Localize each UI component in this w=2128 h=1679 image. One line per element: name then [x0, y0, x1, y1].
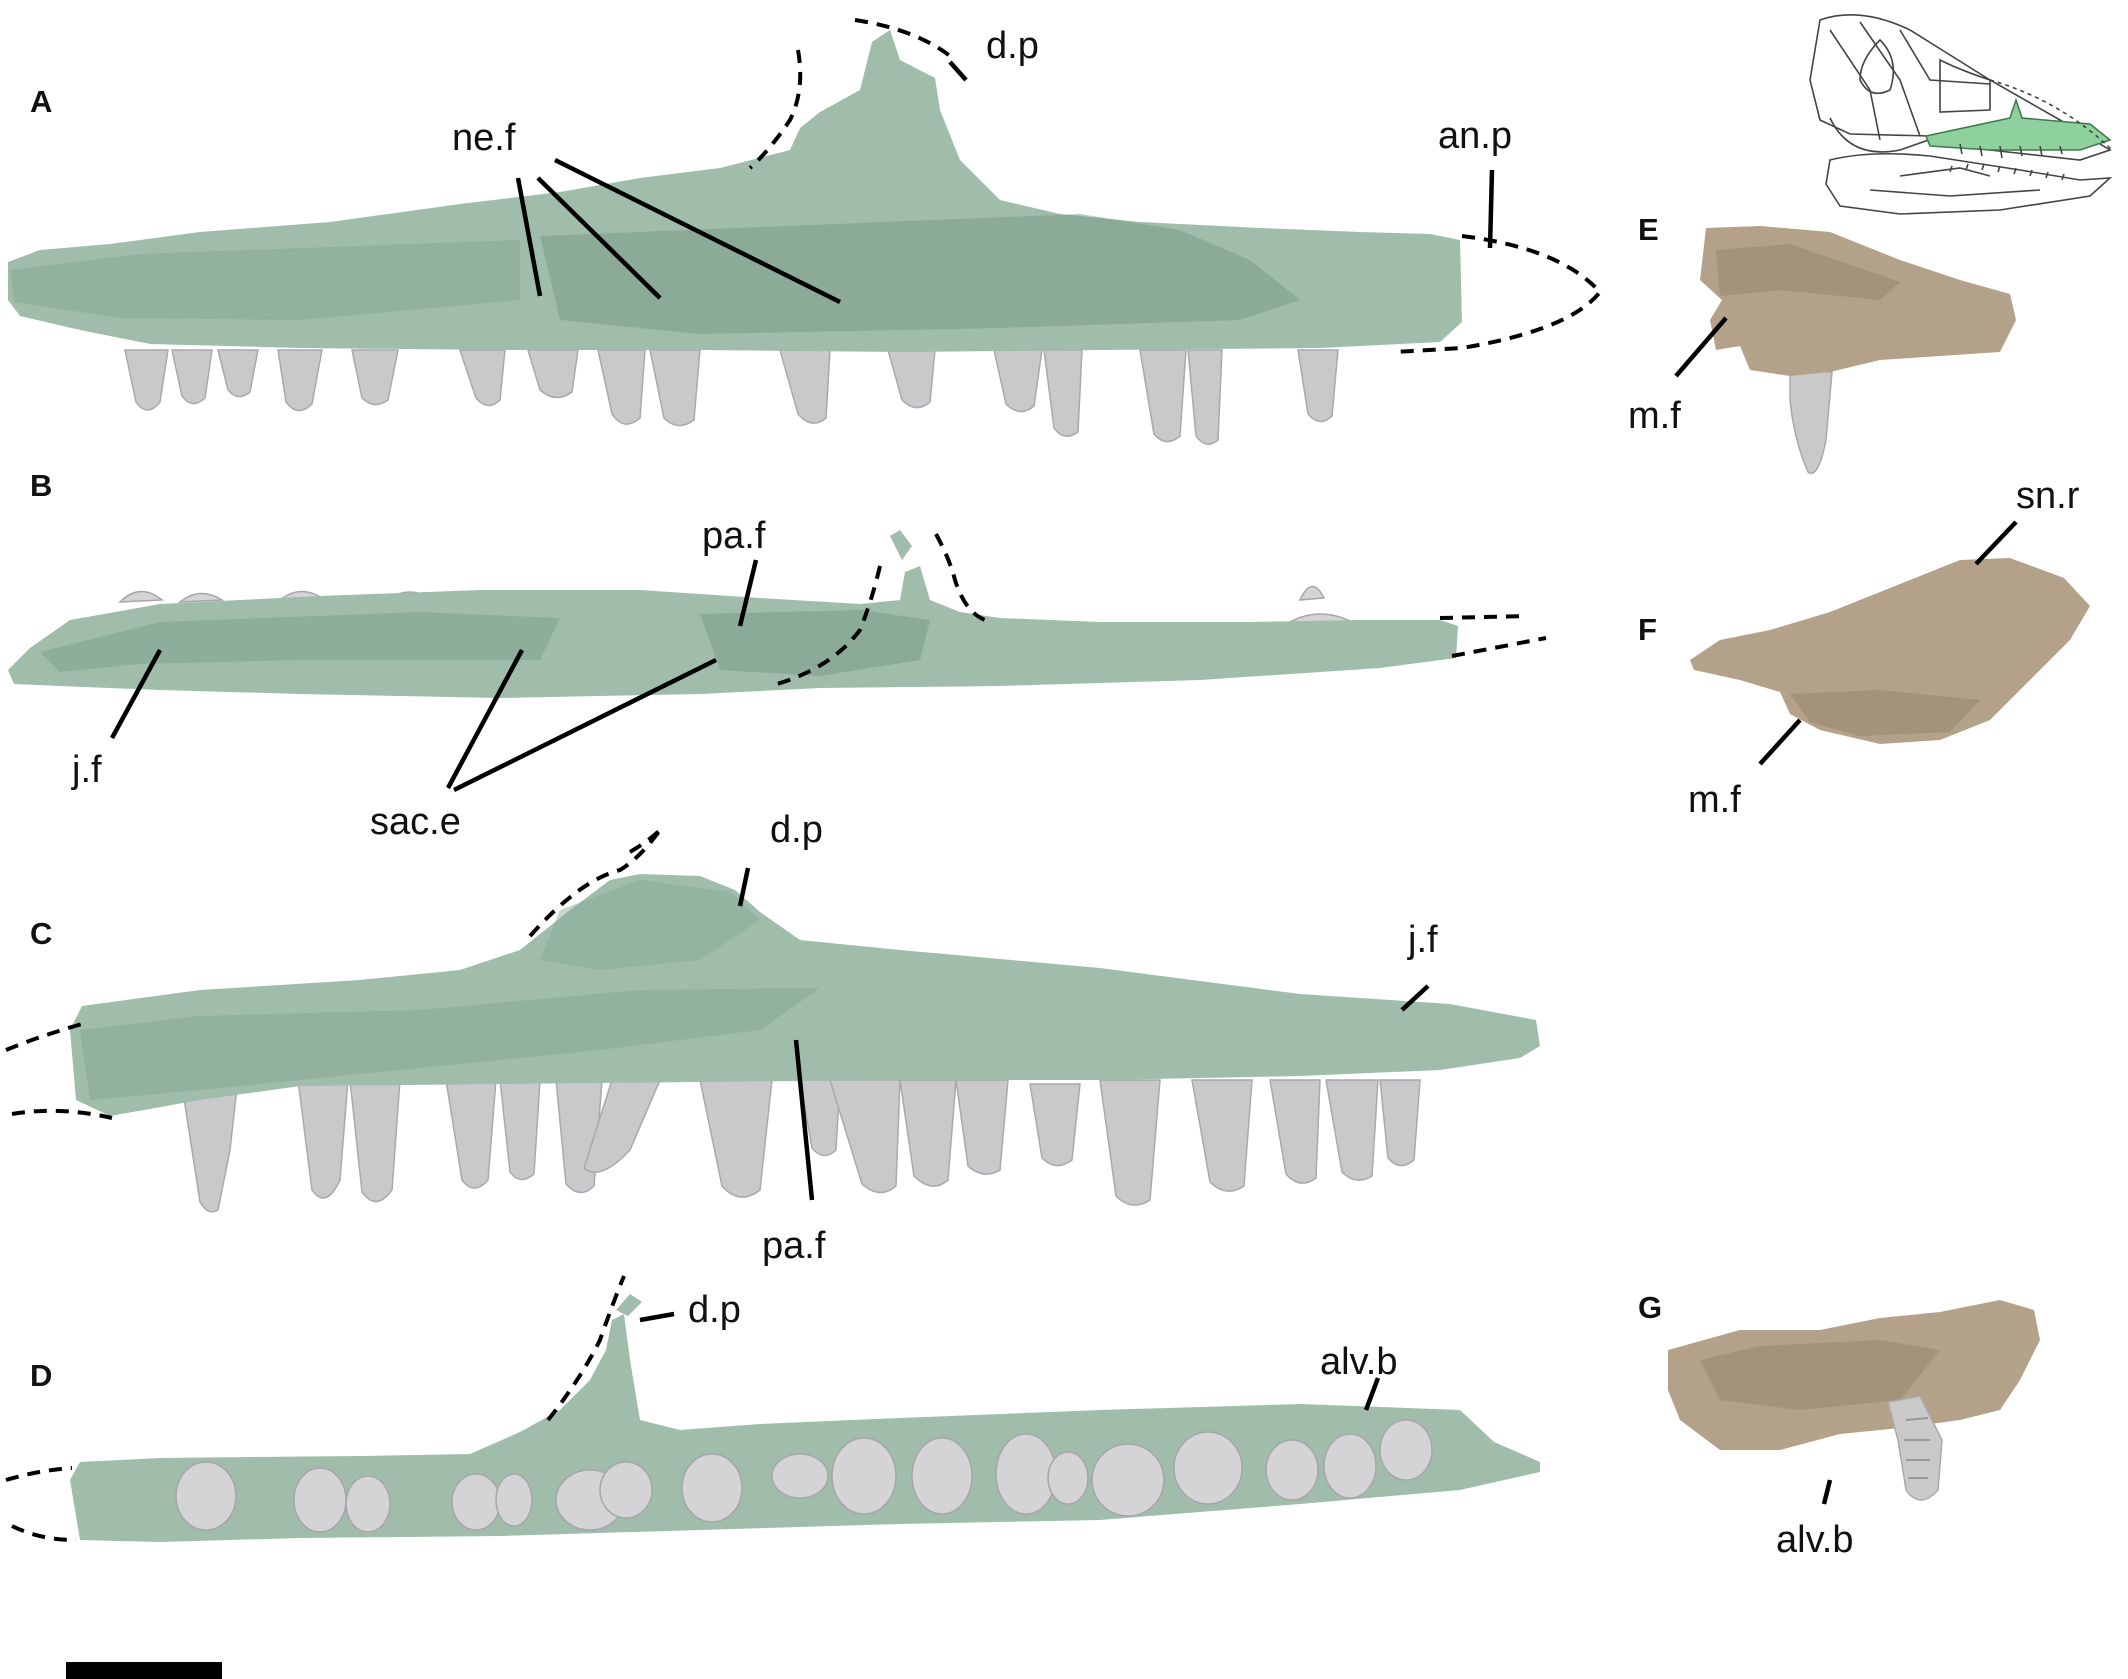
label-d-p-c: d.p [770, 809, 823, 851]
panel-d-tooth-crowns [175, 1419, 1433, 1533]
panel-letter-d: D [30, 1358, 52, 1393]
panel-c: C d.p [5, 809, 1540, 1267]
panel-c-teeth [177, 1059, 1421, 1213]
panel-letter-f: F [1638, 612, 1657, 647]
panel-letter-a: A [30, 84, 52, 119]
an-p-leader [1487, 169, 1495, 249]
sac-e-leader-2 [452, 657, 718, 793]
ne-f-leader-2 [536, 176, 662, 300]
pa-f-leader-c [793, 1039, 815, 1201]
m-f-leader-e [1674, 316, 1728, 378]
sn-r-leader [1974, 520, 2018, 566]
label-j-f-b: j.f [71, 749, 102, 791]
panel-d-dashed-top [546, 1275, 626, 1422]
skull-schematic [1809, 14, 2113, 215]
label-d-p-d: d.p [688, 1289, 741, 1331]
panel-d-dashed-left-top [5, 1466, 73, 1482]
panel-a-teeth [124, 349, 1339, 445]
panel-b-dashed-3 [1439, 614, 1529, 620]
j-f-leader-c [1400, 984, 1430, 1012]
panel-d-maxilla [70, 1314, 1540, 1542]
panel-c-dashed-left-bottom [11, 1108, 113, 1120]
pa-f-leader-b [737, 559, 759, 627]
alv-b-leader-g [1821, 1479, 1833, 1505]
label-pa-f-c: pa.f [762, 1225, 826, 1267]
d-p-leader-d [639, 1311, 675, 1323]
panel-letter-e: E [1638, 212, 1659, 247]
panel-b: B pa.f j.f sac.e [8, 468, 1547, 843]
scale-bar [66, 1662, 222, 1679]
label-j-f-c: j.f [1407, 919, 1438, 961]
label-ne-f: ne.f [452, 117, 516, 159]
m-f-leader-f [1758, 718, 1802, 766]
panel-d-dashed-left-bottom [11, 1524, 77, 1542]
panel-c-dashed-top2 [628, 828, 662, 854]
panel-d: D d.p alv.b [5, 1275, 1540, 1542]
panel-g: G alv.b [1638, 1290, 2040, 1561]
panel-b-dashed-4 [1451, 636, 1547, 658]
panel-e: E m.f [1628, 212, 2016, 474]
panel-a-dashed-anterior-process [1394, 234, 1603, 354]
label-alv-b-g: alv.b [1776, 1519, 1853, 1561]
label-m-f-e: m.f [1628, 395, 1681, 437]
panel-a: A [8, 18, 1603, 445]
ne-f-leader-1 [515, 177, 543, 297]
label-an-p: an.p [1438, 115, 1512, 157]
label-alv-b-d: alv.b [1320, 1341, 1397, 1383]
panel-c-dashed-left-top [5, 1022, 83, 1052]
label-m-f-f: m.f [1688, 779, 1741, 821]
ne-f-leader-3 [553, 157, 842, 305]
panel-f-fragment [1690, 558, 2090, 744]
label-sac-e: sac.e [370, 801, 461, 843]
panel-letter-c: C [30, 916, 52, 951]
panel-b-dashed-2 [934, 533, 986, 622]
panel-a-dashed-ascending [748, 49, 803, 170]
d-p-leader-c [737, 867, 751, 907]
sac-e-leader-1 [446, 648, 524, 790]
panel-letter-g: G [1638, 1290, 1662, 1325]
label-pa-f-b: pa.f [702, 515, 766, 557]
panel-b-dashed-1 [769, 565, 882, 688]
panel-f: F sn.r m.f [1638, 475, 2090, 821]
label-sn-r: sn.r [2016, 475, 2080, 517]
j-f-leader-b [110, 648, 162, 740]
panel-a-dashed-dorsal-process [854, 18, 957, 62]
highlighted-maxilla-icon [1924, 97, 2112, 151]
alv-b-leader-d [1363, 1377, 1381, 1411]
label-d-p-a: d.p [986, 25, 1039, 67]
d-p-leader-a [948, 60, 968, 82]
panel-letter-b: B [30, 468, 52, 503]
